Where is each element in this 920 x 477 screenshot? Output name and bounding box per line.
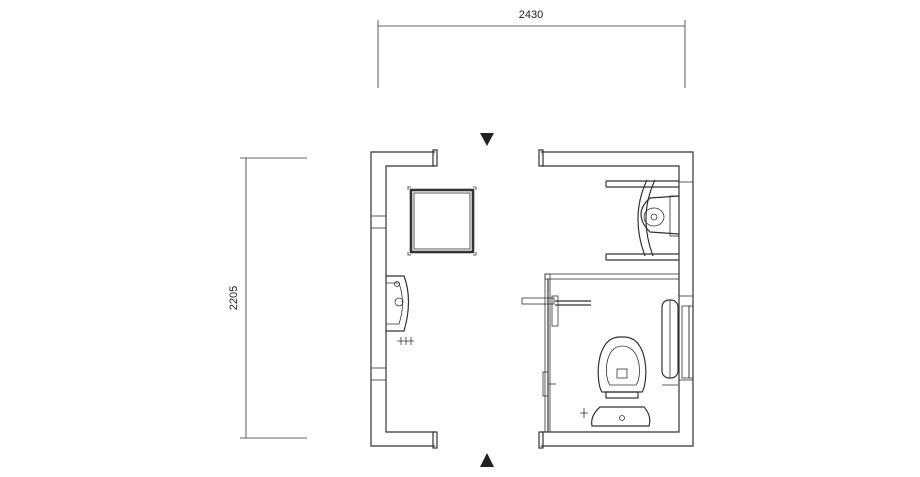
faucet-icon [397,337,414,345]
width-dimension-label: 2430 [519,9,543,21]
urinal-icon [605,179,680,261]
toilet-icon [597,336,647,399]
corner-sink-icon [580,406,651,427]
wall-sink-icon [386,275,414,345]
booth-partition [521,273,680,433]
table-icon [407,186,477,256]
height-dimension-label: 2205 [228,286,240,310]
outer-wall [370,149,694,449]
grab-bar-icon [661,299,694,386]
width-dimension: 2430 [377,9,686,88]
height-dimension: 2205 [228,157,307,439]
top-entrance-arrow-icon [480,133,494,146]
bottom-entrance-arrow-icon [480,453,494,467]
